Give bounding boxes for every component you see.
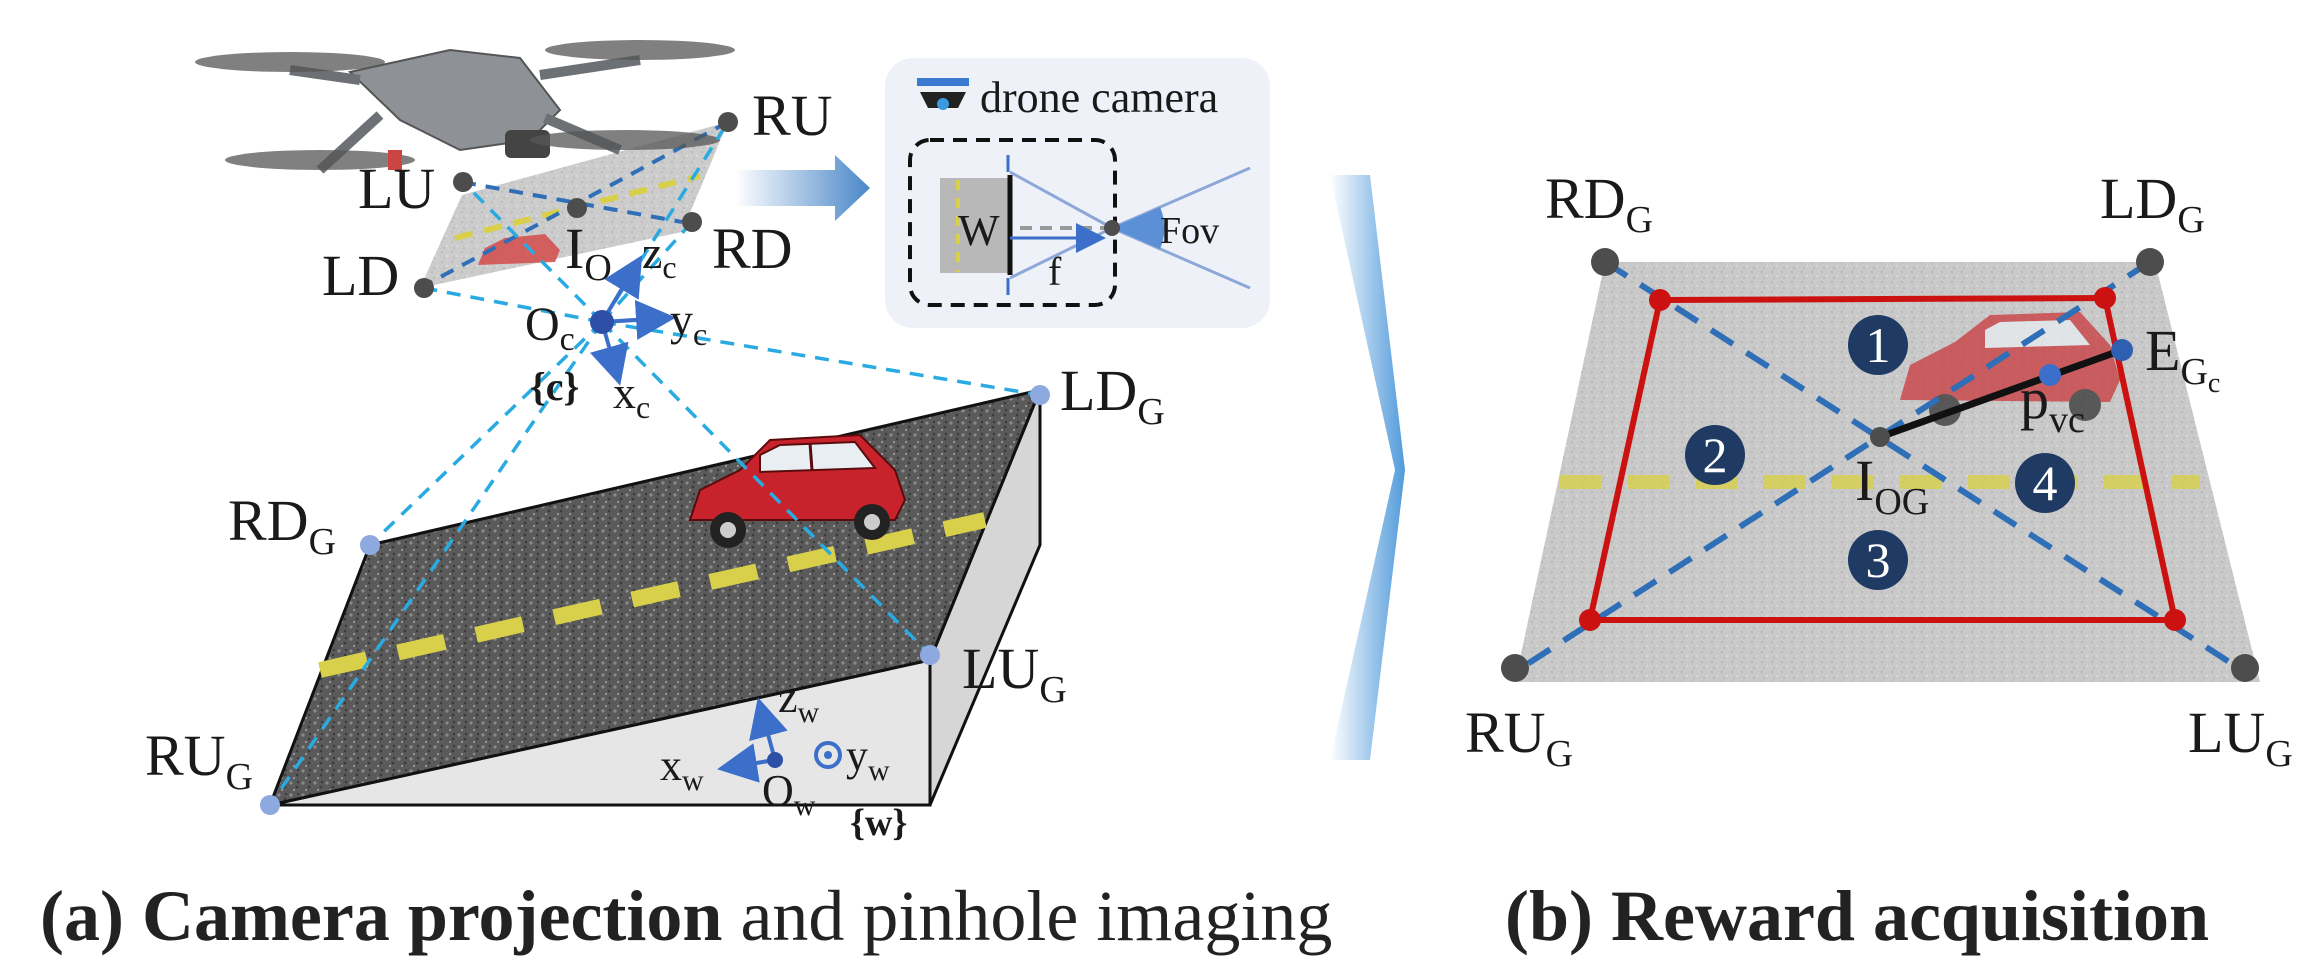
region-marker-1: 1 (1848, 315, 1908, 375)
arrow-to-inset (735, 155, 870, 221)
label-iog: IOG (1855, 448, 1929, 523)
point-b-ld (2136, 248, 2164, 276)
point-rd-g (360, 535, 380, 555)
point-b-lu (2231, 654, 2259, 682)
yw-out-of-plane-icon (814, 741, 842, 769)
region-marker-2: 2 (1685, 425, 1745, 485)
projection-rays (268, 121, 1041, 806)
region-marker-4: 4 (2015, 453, 2075, 513)
label-zw: zw (778, 673, 820, 729)
label-rd-g: RDG (228, 488, 336, 563)
point-ru (718, 112, 738, 132)
caption-a: (a) Camera projection and pinhole imagin… (40, 876, 1332, 956)
point-b-ru (1501, 654, 1529, 682)
inset-title: drone camera (980, 73, 1218, 122)
label-xw: xw (660, 741, 704, 797)
label-lu: LU (358, 156, 435, 221)
label-xc: xc (613, 367, 650, 425)
point-egc (2111, 339, 2133, 361)
point-ow (767, 752, 783, 768)
distance-line (1878, 346, 2124, 441)
point-io (567, 198, 587, 218)
panel-separator-chevron (1330, 175, 1405, 760)
label-egc: EGc (2145, 318, 2220, 399)
point-ld-g (1030, 385, 1050, 405)
label-zc: zc (642, 227, 677, 285)
svg-text:1: 1 (1866, 317, 1891, 373)
label-b-lu: LUG (2188, 700, 2293, 775)
point-lu-g (920, 645, 940, 665)
inset-fov-label: Fov (1160, 210, 1219, 252)
point-pvc (2039, 364, 2061, 386)
car-image-plane (478, 234, 560, 265)
svg-text:4: 4 (2033, 455, 2058, 511)
label-ow: Ow (762, 766, 816, 822)
point-oc (590, 310, 614, 334)
label-rd: RD (712, 216, 793, 281)
svg-text:3: 3 (1866, 532, 1891, 588)
panel-a: LU RU LD RD IO Oc {c} zc yc xc LDG RDG L… (40, 40, 1332, 956)
label-ld-g: LDG (1060, 358, 1165, 433)
inset-w-label: W (958, 206, 1000, 255)
point-ru-g (260, 795, 280, 815)
car-ground-illustration (688, 433, 907, 548)
point-iog (1870, 427, 1890, 447)
panel-b: 1 2 3 4 RDG LDG RUG LUG EGc pvc IOG (b) … (1465, 166, 2293, 956)
drone-illustration (195, 40, 735, 174)
label-pvc: pvc (2020, 366, 2085, 441)
point-lu (453, 172, 473, 192)
label-yw: yw (846, 731, 890, 787)
label-ru-g: RUG (145, 723, 253, 798)
world-axes (717, 697, 788, 783)
drone-camera-icon (917, 78, 969, 110)
caption-b: (b) Reward acquisition (1505, 876, 2209, 956)
label-cam-frame: {c} (530, 364, 579, 409)
point-rd (682, 212, 702, 232)
point-b-rd (1591, 248, 1619, 276)
label-yc: yc (670, 294, 707, 352)
inset-f-label: f (1048, 249, 1062, 294)
label-b-ld: LDG (2100, 166, 2205, 241)
label-io: IO (565, 216, 612, 289)
drone-camera-inset: drone camera W f Fov (885, 58, 1270, 328)
region-marker-3: 3 (1848, 530, 1908, 590)
svg-text:2: 2 (1703, 427, 1728, 483)
label-oc: Oc (525, 298, 575, 358)
label-world-frame: {w} (850, 802, 907, 844)
label-b-ru: RUG (1465, 700, 1573, 775)
lane-markings (318, 512, 987, 678)
label-lu-g: LUG (962, 636, 1067, 711)
point-ld (414, 278, 434, 298)
label-b-rd: RDG (1545, 166, 1653, 241)
label-ld: LD (322, 243, 399, 308)
label-ru: RU (752, 83, 833, 148)
diagonal-rd-lu (1603, 259, 2247, 675)
